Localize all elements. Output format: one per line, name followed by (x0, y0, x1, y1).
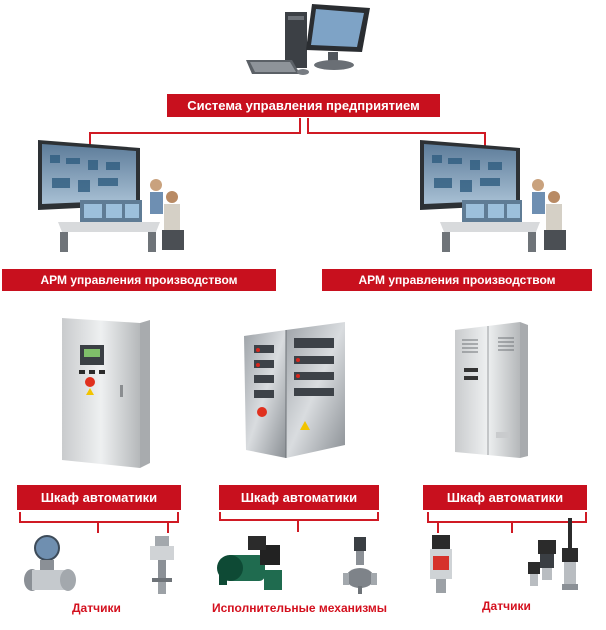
cabinet-label-1: Шкаф автоматики (17, 485, 181, 510)
workstation-label-left: АРМ управления производством (2, 269, 276, 291)
flow-meter-icon (24, 535, 76, 591)
workstation-label-right: АРМ управления производством (322, 269, 592, 291)
pressure-transmitter-icon (430, 535, 452, 593)
cabinet-label-2: Шкаф автоматики (219, 485, 379, 510)
sensors-caption-right: Датчики (482, 599, 531, 613)
pressure-sensor-icon (528, 518, 578, 590)
pump-icon (217, 536, 282, 590)
connector-lines (19, 118, 587, 533)
actuators-caption: Исполнительные механизмы (212, 601, 388, 615)
control-cabinet-icon-3 (455, 322, 528, 458)
control-cabinet-icon-1 (62, 318, 150, 468)
enterprise-control-system-label: Система управления предприятием (167, 94, 440, 117)
sensors-caption-left: Датчики (72, 601, 121, 615)
level-sensor-icon (150, 536, 174, 594)
control-cabinet-icon-2 (244, 322, 345, 458)
computer-icon (246, 4, 370, 75)
operator-workstation-icon-right (420, 140, 566, 252)
cabinet-label-3: Шкаф автоматики (423, 485, 587, 510)
operator-workstation-icon-left (38, 140, 184, 252)
control-valve-icon (343, 537, 377, 594)
